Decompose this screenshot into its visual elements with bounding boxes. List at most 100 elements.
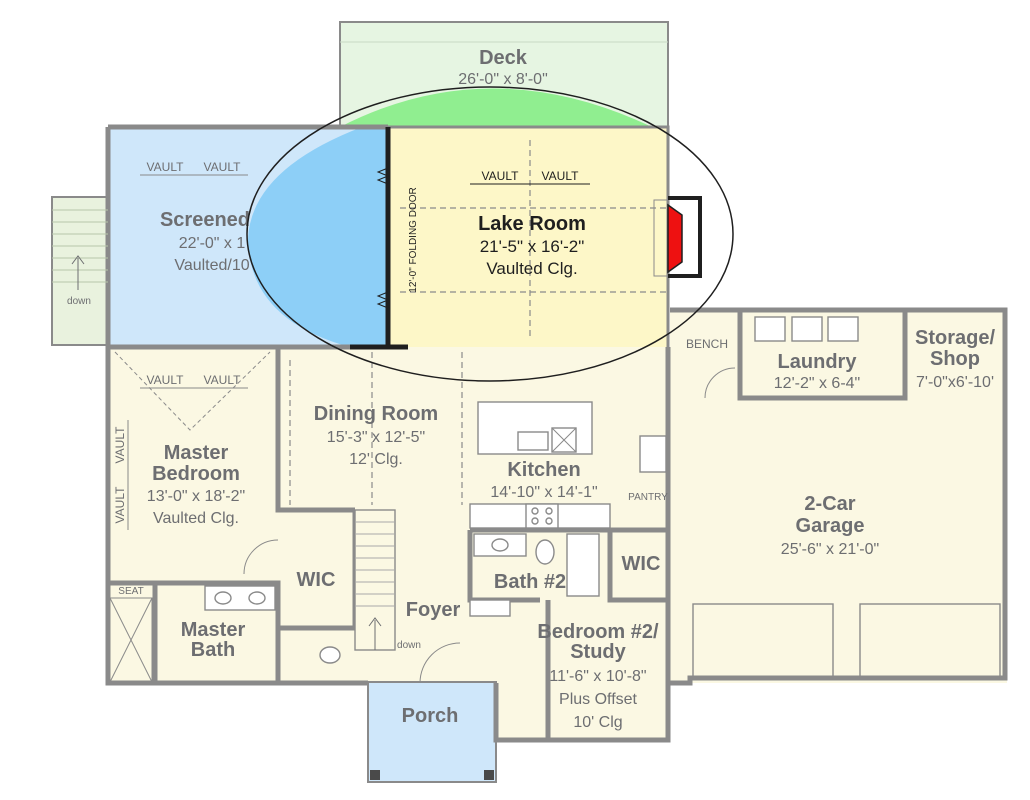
laundry-sink: [754, 316, 786, 342]
laundry-dryer: [827, 316, 859, 342]
side-stairs-label: down: [67, 296, 91, 307]
folding-door-label: 12'-0" FOLDING DOOR: [408, 187, 419, 292]
screened-dims: 22'-0" x 1: [179, 235, 246, 252]
side-stairs-outline: [51, 196, 109, 346]
range-burner-1: [531, 507, 539, 515]
kitchen-dishwasher-x: [551, 427, 577, 453]
foyer-stairs-label: down: [397, 640, 421, 651]
range-burner-4: [545, 517, 553, 525]
focus-ellipse: [246, 86, 734, 382]
screened-vault-left: VAULT: [147, 160, 185, 174]
foyer-stair-treads: [355, 521, 395, 607]
master-bedroom-label-1: Master: [164, 442, 229, 464]
foyer-label: Foyer: [406, 599, 461, 621]
deck-highlight: [340, 88, 652, 127]
screened-vault-right: VAULT: [204, 160, 242, 174]
laundry-door-swing: [704, 367, 736, 399]
storage-label-2: Shop: [930, 348, 980, 370]
folding-door-zigzag-bottom: [376, 291, 390, 309]
master-bedroom: VAULT VAULT VAULT VAULT Master Bedroom 1…: [113, 351, 279, 575]
dining-label: Dining Room: [314, 403, 438, 425]
master-toilet: [319, 646, 341, 664]
bedroom2-offset-area: [496, 600, 668, 740]
master-bedroom-label-2: Bedroom: [152, 463, 240, 485]
deck: Deck 26'-0" x 8'-0": [339, 21, 669, 128]
garage-label-1: 2-Car: [804, 493, 855, 515]
range-burner-2: [545, 507, 553, 515]
bedroom2-note1: Plus Offset: [559, 691, 638, 708]
kitchen: Kitchen 14'-10" x 14'-1" PANTRY: [469, 401, 668, 529]
wic-second-label: WIC: [622, 553, 661, 575]
lake-vault-left: VAULT: [482, 169, 520, 183]
laundry-dims: 12'-2" x 6-4": [774, 375, 860, 392]
bath2: Bath #2: [469, 533, 600, 617]
lake-vault-right: VAULT: [542, 169, 580, 183]
master-shower: [109, 597, 153, 683]
garage-top-wall: [737, 310, 908, 401]
screened-label: Screened: [160, 209, 250, 231]
porch: Porch: [367, 681, 497, 783]
foyer: down Foyer: [354, 509, 461, 684]
master-door-swing: [243, 539, 279, 575]
side-stairs-arrowhead: [71, 255, 85, 265]
front-door-swing: [419, 642, 461, 684]
master-bath-label-1: Master: [181, 619, 246, 641]
laundry-label: Laundry: [778, 351, 858, 373]
master-bath: SEAT Master Bath: [109, 585, 341, 683]
bath2-toilet: [535, 539, 555, 565]
dining-dims: 15'-3" x 12'-5": [327, 429, 425, 446]
lake-room-area: [388, 127, 668, 347]
pantry-label: PANTRY: [628, 492, 668, 503]
fireplace-chimney: [668, 196, 702, 278]
master-sink-right: [248, 591, 266, 605]
bath2-label: Bath #2: [494, 571, 566, 593]
porch-label: Porch: [402, 705, 459, 727]
foyer-stairs-arrowhead: [368, 617, 382, 627]
garage-door-left: [692, 603, 834, 679]
master-seat-label: SEAT: [118, 586, 143, 597]
bedroom2-dims: 11'-6" x 10'-8": [549, 668, 646, 685]
laundry: BENCH Laundry 12'-2" x 6-4": [686, 316, 860, 399]
bath2-tub: [566, 533, 600, 597]
side-stairs-area: [52, 197, 108, 345]
folding-door-zigzag-top: [376, 167, 390, 185]
master-sink-left: [214, 591, 232, 605]
kitchen-range: [525, 503, 559, 529]
garage-door-right: [859, 603, 1001, 679]
master-vault-vert-top: VAULT: [113, 426, 127, 464]
range-burner-3: [531, 517, 539, 525]
kitchen-sink: [517, 431, 549, 451]
master-vault-left: VAULT: [147, 373, 185, 387]
kitchen-dims: 14'-10" x 14'-1": [490, 484, 597, 501]
dining-ceiling: 12' Clg.: [349, 451, 403, 468]
screened-ceiling: Vaulted/10: [174, 257, 249, 274]
kitchen-label: Kitchen: [507, 459, 580, 481]
bath2-sink: [491, 538, 509, 552]
side-stairs: down: [51, 196, 109, 346]
storage-dims: 7'-0"x6'-10': [916, 374, 994, 391]
laundry-washer: [791, 316, 823, 342]
master-vault-diagonals: [114, 351, 271, 431]
bedroom2-note2: 10' Clg: [573, 714, 622, 731]
lake-room: VAULT VAULT Lake Room 21'-5" x 16'-2" Va…: [376, 140, 702, 340]
highlight-overlays: [248, 88, 652, 347]
storage-shop: Storage/ Shop 7'-0"x6'-10': [915, 327, 995, 391]
master-shower-x: [109, 597, 153, 683]
garage: 2-Car Garage 25'-6" x 21'-0": [692, 493, 1001, 679]
master-bedroom-ceiling: Vaulted Clg.: [153, 510, 239, 527]
porch-post-right: [484, 770, 494, 780]
master-bedroom-dims: 13'-0" x 18'-2": [147, 488, 245, 505]
porch-area: [368, 682, 496, 782]
bedroom2-label-2: Study: [570, 641, 626, 663]
porch-outline: [367, 681, 497, 783]
kitchen-fridge: [639, 435, 667, 473]
lake-room-label: Lake Room: [478, 213, 586, 235]
bath2-linen: [469, 599, 511, 617]
lake-room-ceiling: Vaulted Clg.: [486, 259, 577, 278]
dining-room: Dining Room 15'-3" x 12'-5" 12' Clg.: [289, 352, 463, 505]
deck-dims: 26'-0" x 8'-0": [458, 71, 548, 88]
garage-area: [670, 310, 1007, 683]
bench-label: BENCH: [686, 337, 728, 351]
master-vault-vert-bottom: VAULT: [113, 486, 127, 524]
screened-porch: VAULT VAULT Screened 22'-0" x 1 Vaulted/…: [140, 160, 250, 274]
